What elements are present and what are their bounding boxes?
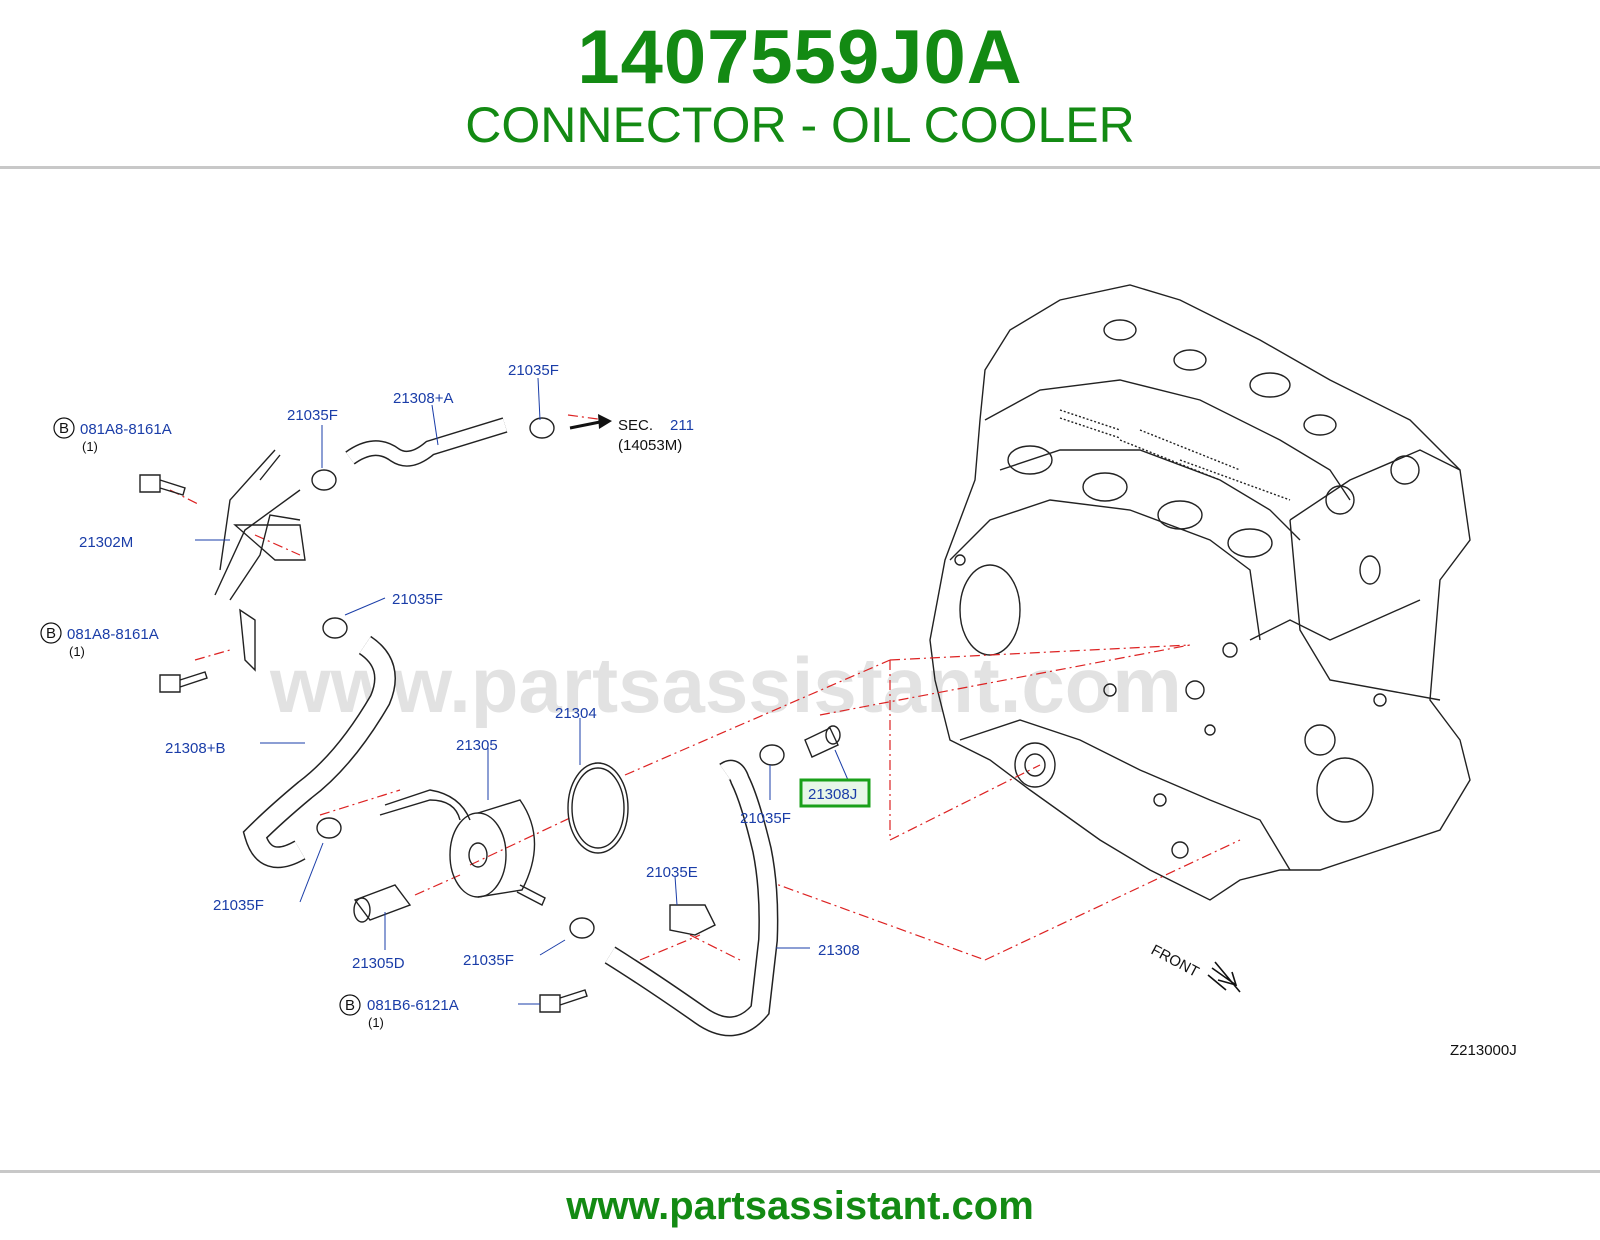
- label-21304[interactable]: 21304: [555, 705, 597, 722]
- footer-url[interactable]: www.partsassistant.com: [566, 1184, 1034, 1228]
- label-21035f-bot[interactable]: 21035F: [463, 952, 514, 969]
- label-leaders: [195, 377, 849, 1005]
- bolt-callout-3: B 081B6-6121A (1): [339, 994, 459, 1030]
- header: 1407559J0A CONNECTOR - OIL COOLER: [0, 0, 1600, 168]
- header-divider: [0, 166, 1600, 169]
- engine-block: [929, 284, 1471, 901]
- sec-arrow: [569, 414, 612, 430]
- part-number: 1407559J0A: [577, 15, 1023, 100]
- label-21035e[interactable]: 21035E: [646, 864, 698, 881]
- bolt-number: 081A8-8161A: [80, 421, 172, 438]
- part-name: CONNECTOR - OIL COOLER: [465, 97, 1135, 153]
- parts-diagram: www.partsassistant.com: [0, 250, 1600, 1120]
- label-21302m[interactable]: 21302M: [79, 534, 133, 551]
- bolt-number: 081B6-6121A: [367, 997, 459, 1014]
- bolt-callout-1: B 081A8-8161A (1): [53, 417, 172, 454]
- label-21308[interactable]: 21308: [818, 942, 860, 959]
- label-21305d[interactable]: 21305D: [352, 955, 405, 972]
- highlight-box: [799, 778, 871, 808]
- bolt-circle-letter: B: [46, 625, 56, 642]
- front-label: FRONT: [1148, 942, 1202, 981]
- bolt-circle-letter: B: [345, 997, 355, 1014]
- label-21308b[interactable]: 21308+B: [165, 740, 225, 757]
- highlighted-part-21308j[interactable]: 21308J: [799, 778, 871, 808]
- parts: [139, 417, 841, 1037]
- bolt-number: 081A8-8161A: [67, 626, 159, 643]
- bolt-circle-letter: B: [59, 420, 69, 437]
- sec-prefix: SEC.: [618, 417, 653, 434]
- bolt-qty: (1): [82, 439, 98, 454]
- label-21305[interactable]: 21305: [456, 737, 498, 754]
- diagram-code: Z213000J: [1450, 1042, 1517, 1059]
- bolt-qty: (1): [368, 1015, 384, 1030]
- bolt-callout-2: B 081A8-8161A (1): [40, 622, 159, 659]
- footer-divider: [0, 1170, 1600, 1173]
- label-21035f-right[interactable]: 21035F: [740, 810, 791, 827]
- watermark: www.partsassistant.com: [269, 641, 1182, 729]
- label-21035f-mid[interactable]: 21035F: [392, 591, 443, 608]
- assembly-leaders: [169, 414, 1241, 961]
- diagram-svg: www.partsassistant.com: [40, 284, 1517, 1059]
- label-21035f-top2[interactable]: 21035F: [508, 362, 559, 379]
- sec-sub: (14053M): [618, 437, 682, 454]
- label-21308j[interactable]: 21308J: [808, 786, 857, 803]
- front-arrow-icon: [1207, 961, 1241, 993]
- label-21035f-low[interactable]: 21035F: [213, 897, 264, 914]
- label-21035f-top1[interactable]: 21035F: [287, 407, 338, 424]
- bolt-qty: (1): [69, 644, 85, 659]
- sec-number[interactable]: 211: [670, 417, 694, 434]
- label-21308a[interactable]: 21308+A: [393, 390, 453, 407]
